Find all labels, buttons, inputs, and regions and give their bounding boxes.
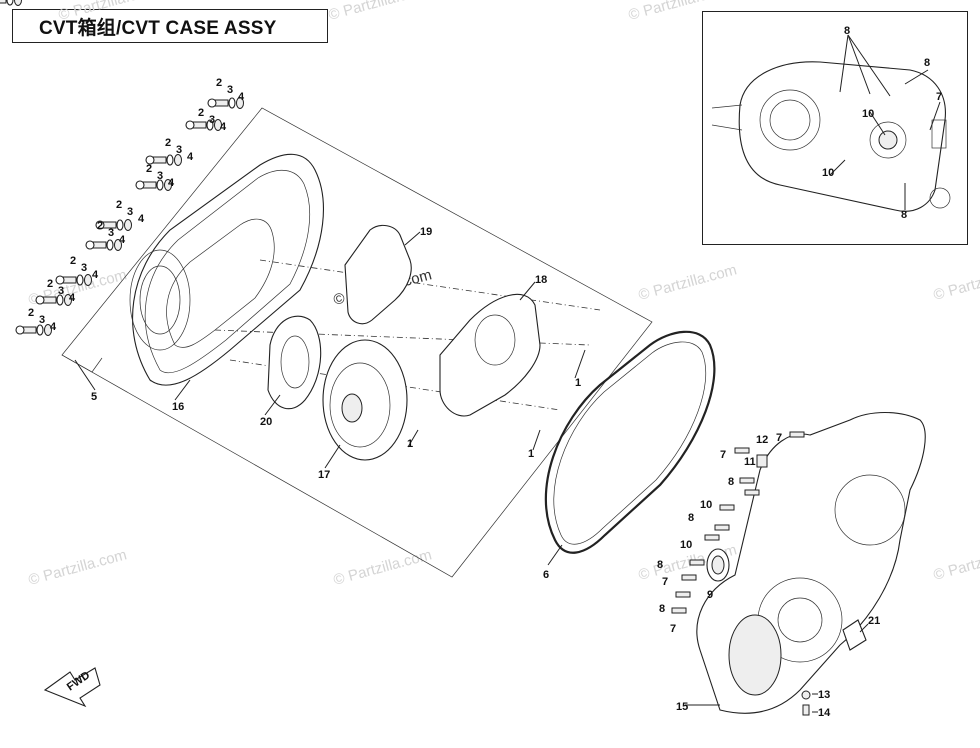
callout-4: 4 [238,91,245,103]
callout-4: 4 [168,177,175,189]
callout-2: 2 [28,307,34,319]
callout-3: 3 [227,84,233,96]
inset-callout-7: 7 [936,91,942,103]
callout-2: 2 [116,199,122,211]
callout-8: 8 [688,512,694,524]
callout-2: 2 [146,163,152,175]
callout-2: 2 [198,107,204,119]
callout-7: 7 [662,576,668,588]
callout-3: 3 [108,227,114,239]
callout-13: 13 [818,689,830,701]
callout-4: 4 [220,121,227,133]
fwd-arrow-icon: FWD [43,667,101,708]
callout-12: 12 [756,434,768,446]
callout-10: 10 [680,539,692,551]
watermark: © Partzilla.com [327,0,429,24]
callout-18: 18 [535,274,547,286]
part-9-seal [706,548,730,582]
diagram-title: CVT箱组/CVT CASE ASSY [12,9,328,43]
fastener-stacks [0,0,22,6]
callout-1: 1 [528,448,534,460]
callout-3: 3 [39,314,45,326]
callout-2: 2 [216,77,222,89]
inset-detail-frame [702,11,968,245]
watermark: © Partzilla.com [932,541,980,584]
bolt-washer-nut [0,0,22,6]
callout-1: 1 [407,438,413,450]
callout-3: 3 [209,114,215,126]
callout-8: 8 [728,476,734,488]
callout-1: 1 [575,377,581,389]
cover-assembly-frame [61,107,653,578]
leader-lines [174,34,941,713]
callout-3: 3 [157,170,163,182]
callout-16: 16 [172,401,184,413]
callout-17: 17 [318,469,330,481]
callout-5: 5 [91,391,97,403]
callout-3: 3 [176,144,182,156]
callout-7: 7 [720,449,726,461]
callout-4: 4 [50,321,57,333]
callout-7: 7 [670,623,676,635]
callout-7: 7 [776,432,782,444]
callout-2: 2 [97,220,103,232]
callout-20: 20 [260,416,272,428]
callout-14: 14 [818,707,831,719]
callout-6: 6 [543,569,549,581]
part-19-plate [344,224,412,325]
callout-3: 3 [127,206,133,218]
watermark: © Partzilla.com [57,0,159,24]
callout-8: 8 [657,559,663,571]
part-15-case [696,412,926,714]
callout-2: 2 [47,278,53,290]
callout-4: 4 [119,234,126,246]
callout-3: 3 [58,285,64,297]
part-6-gasket [544,330,716,554]
part-17-inner-cover [322,339,408,461]
inset-callout-8: 8 [844,25,850,37]
watermark: © Partzilla.com [932,261,980,304]
callout-21: 21 [868,615,880,627]
watermark: © Partzilla.com [332,546,434,589]
watermark: © Partzilla.com [27,546,129,589]
callout-2: 2 [165,137,171,149]
inset-callout-8: 8 [901,209,907,221]
callout-4: 4 [138,213,145,225]
watermark: © Partzilla.com [627,0,729,24]
cvt-outer-cover [129,153,324,386]
callout-4: 4 [187,151,194,163]
right-case-bolts [671,431,811,716]
callout-10: 10 [700,499,712,511]
callout-9: 9 [707,589,713,601]
inset-callout-10: 10 [822,167,834,179]
callout-4: 4 [92,269,99,281]
callout-8: 8 [659,603,665,615]
part-21-bushing [842,619,867,651]
callout-2: 2 [70,255,76,267]
callout-4: 4 [69,292,76,304]
callout-11: 11 [744,456,756,468]
watermark: © Partzilla.com [637,261,739,304]
inset-callout-8: 8 [924,57,930,69]
callout-15: 15 [676,701,688,713]
callout-labels: 2 3 4 2 3 4 2 3 4 2 3 4 2 3 4 2 3 4 2 3 … [28,25,942,719]
part-20-ring [267,315,322,410]
callout-3: 3 [81,262,87,274]
inset-case-view [711,61,951,212]
part-18-plate [439,293,541,417]
inset-callout-10: 10 [862,108,874,120]
callout-19: 19 [420,226,432,238]
